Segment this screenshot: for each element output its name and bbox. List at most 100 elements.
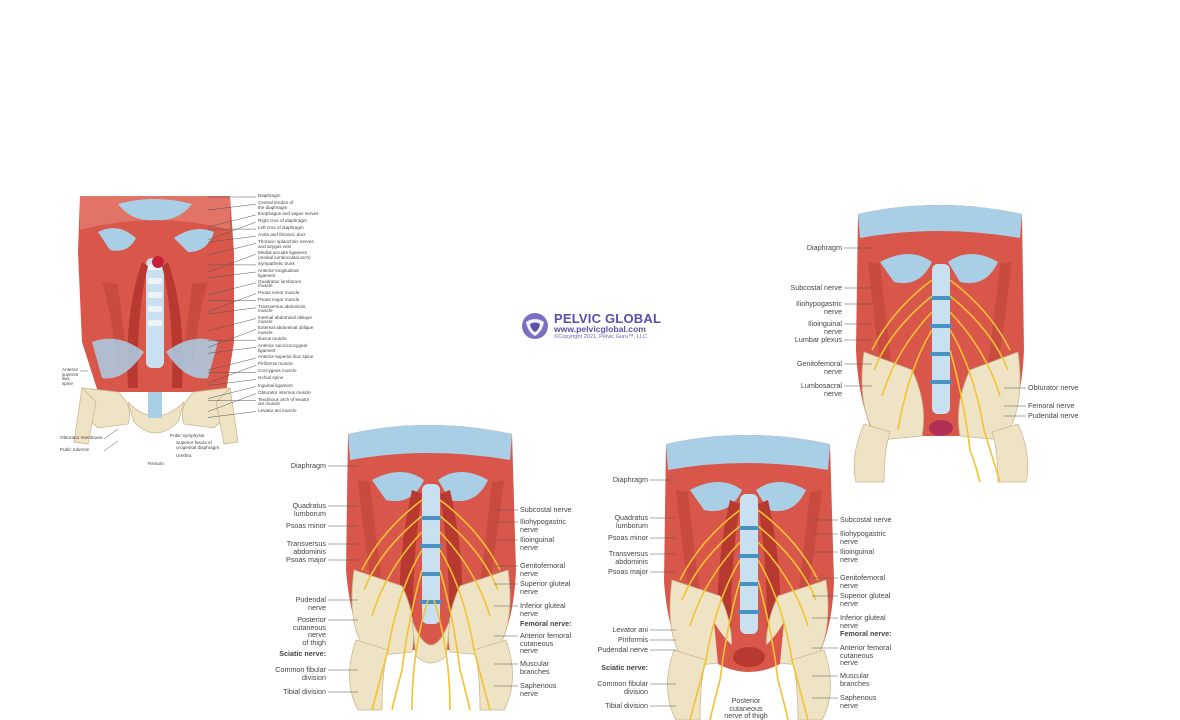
anatomy-label: Tibial division — [605, 701, 648, 710]
nerve-illustration-b — [328, 425, 518, 711]
anatomy-label: Aorta and thoracic duct — [258, 232, 306, 238]
anatomy-label: Ischial spine — [258, 375, 284, 381]
anatomy-label: Psoas major muscle — [258, 296, 300, 302]
anatomy-label: Lumbar plexus — [794, 335, 842, 344]
leader-line — [207, 357, 257, 371]
anatomy-label: Pubic tubercle — [60, 447, 90, 452]
leader-line — [207, 221, 257, 241]
nerve-illustration-d — [844, 205, 1029, 483]
anatomy-label: Femoral nerve — [1028, 401, 1075, 410]
anatomy-label: Pubic symphysis — [170, 433, 205, 438]
anatomy-label: Esophagus and vagus nerves — [258, 210, 319, 216]
anatomy-label: Medial arcuate ligament(medial lumbocost… — [258, 250, 311, 260]
leader-line — [103, 428, 119, 440]
anatomy-label: Diaphragm — [612, 475, 648, 484]
leader-line — [207, 235, 257, 243]
leader-line — [207, 243, 257, 256]
anatomy-label: Tibial division — [283, 687, 326, 696]
watermark-brand: PELVIC GLOBAL — [554, 311, 662, 326]
anatomy-label: Obturator internus muscle — [258, 389, 311, 395]
nerve-illustration-c — [650, 435, 838, 720]
watermark-copyright: ©Copyright 2021, Pelvic Guru™, LLC — [554, 334, 648, 340]
leader-line — [207, 386, 257, 399]
anatomy-label: Anterior superior iliac spine — [258, 354, 314, 360]
anatomy-label: Right crus of diaphragm — [258, 218, 307, 223]
anatomy-label: Piriformis muscle — [258, 361, 293, 367]
pelvic-global-watermark: PELVIC GLOBAL www.pelvicglobal.com ©Copy… — [520, 311, 672, 343]
leader-line — [207, 203, 257, 211]
anatomy-label: Femoral nerve: — [520, 619, 572, 628]
anatomy-label: Psoas major — [286, 555, 326, 564]
anatomy-label: Coccygeus muscle — [258, 368, 297, 374]
anatomy-label: Sciatic nerve: — [601, 663, 648, 672]
anatomy-label: Femoral nerve: — [840, 629, 892, 638]
anatomy-label: Sympathetic trunk — [258, 260, 295, 266]
anatomy-label: Obturator nerve — [1028, 383, 1079, 392]
leader-line — [207, 318, 257, 331]
watermark-url: www.pelvicglobal.com — [554, 324, 646, 334]
anatomy-label: Pudendal nerve — [1028, 411, 1079, 420]
anatomy-label: Diaphragm — [806, 243, 842, 252]
anatomy-label: Left crus of diaphragm — [258, 225, 304, 231]
anatomy-label: Subcostal nerve — [790, 283, 842, 292]
leader-line — [207, 214, 257, 228]
anatomy-label: Obturator membrane — [60, 435, 103, 440]
anatomy-label: Levator ani — [612, 625, 648, 634]
leader-line — [207, 253, 257, 273]
anatomy-label: Piriformis — [618, 635, 648, 644]
leader-line — [207, 347, 257, 354]
anatomy-label: Inguinal ligament — [258, 382, 293, 388]
anatomy-label: Diaphragm — [258, 193, 281, 198]
anatomy-label: Psoas minor muscle — [258, 289, 300, 295]
pelvic-global-logo-icon — [522, 313, 548, 339]
leader-line — [207, 364, 257, 384]
leader-line — [207, 307, 257, 315]
anatomy-label: Rectum — [148, 461, 164, 466]
anatomy-label: Psoas minor — [286, 521, 326, 530]
leader-line — [207, 282, 257, 296]
muscle-illustration-a — [73, 196, 257, 452]
leader-line — [207, 411, 257, 418]
anatomy-label: Psoas major — [608, 567, 648, 576]
anatomy-label: Sciatic nerve: — [279, 649, 326, 658]
